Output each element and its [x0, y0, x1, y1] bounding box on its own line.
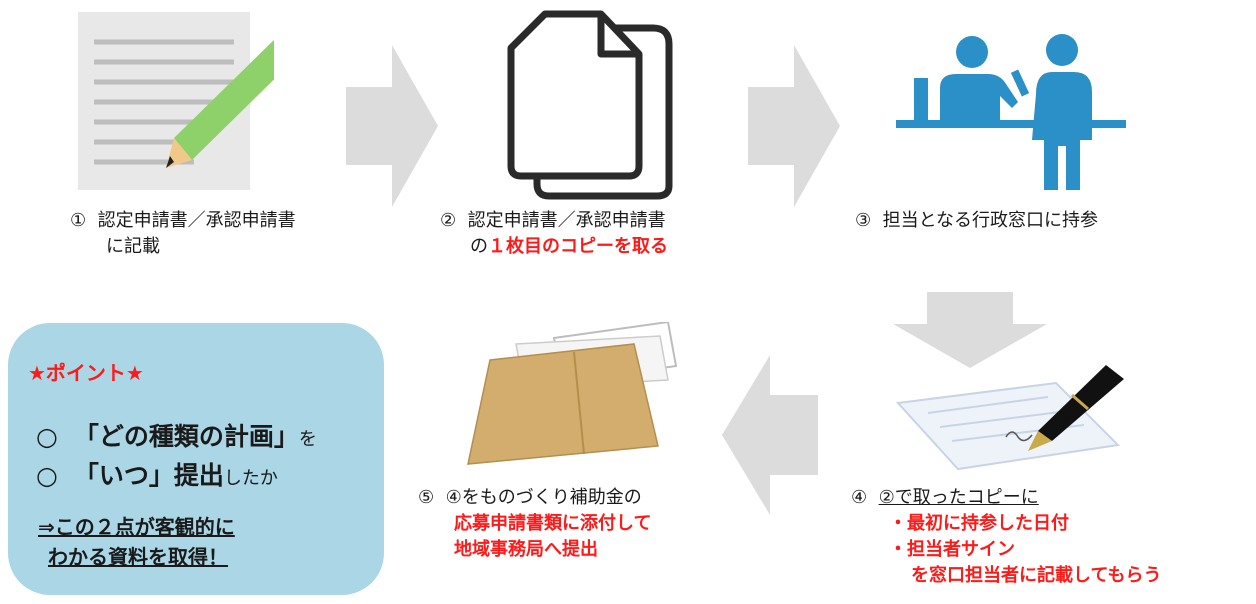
step2-caption: ② 認定申請書／承認申請書 の１枚目のコピーを取る	[440, 208, 668, 260]
copy-pages-icon	[507, 10, 673, 200]
point-item1-mark: ○	[36, 422, 58, 451]
step3-line1: 担当となる行政窓口に持参	[882, 210, 1099, 231]
point-item1-small: を	[298, 429, 317, 450]
step3-number: ③	[855, 210, 872, 231]
point-item1: ○ 「どの種類の計画」を	[36, 417, 317, 453]
arrow-right-icon	[748, 45, 840, 207]
point-item2: ○ 「いつ」提出したか	[36, 456, 278, 492]
step4-red2: ・担当者サイン	[889, 539, 1015, 560]
step1-number: ①	[70, 210, 87, 231]
point-item2-small: したか	[223, 468, 278, 489]
step2-line1: 認定申請書／承認申請書	[467, 210, 666, 231]
step4-line1: ②で取ったコピーに	[878, 487, 1039, 508]
arrow-down-icon	[893, 292, 1047, 368]
step4-red1: ・最初に持参した日付	[889, 513, 1069, 534]
step5-red1: 応募申請書類に添付して	[454, 513, 652, 534]
step3-caption: ③ 担当となる行政窓口に持参	[855, 208, 1098, 234]
signing-pen-icon	[895, 365, 1124, 471]
point-item1-bold: 「どの種類の計画」	[73, 422, 299, 451]
document-pencil-icon	[78, 12, 274, 190]
arrow-left-icon	[722, 355, 818, 515]
step1-caption: ① 認定申請書／承認申請書 に記載	[70, 208, 296, 260]
point-item2-bold: 「いつ」提出	[73, 461, 224, 490]
step4-red3: を窓口担当者に記載してもらう	[911, 565, 1162, 586]
step4-number: ④	[851, 487, 868, 508]
arrow-right-icon	[346, 45, 438, 207]
step2-line2-highlight: １枚目のコピーを取る	[488, 236, 668, 257]
point-conclusion-line1: ⇒この２点が客観的に	[38, 515, 235, 539]
point-conclusion-line2: わかる資料を取得！	[48, 545, 228, 569]
point-box	[8, 323, 384, 595]
point-item2-mark: ○	[36, 461, 58, 490]
step5-number: ⑤	[418, 487, 435, 508]
envelope-icon	[467, 322, 678, 465]
point-conclusion: ⇒この２点が客観的に わかる資料を取得！	[38, 512, 235, 572]
step2-number: ②	[440, 210, 457, 231]
point-title: ★ポイント★	[28, 361, 144, 385]
step1-line2: に記載	[106, 236, 160, 257]
step4-caption: ④ ②で取ったコピーに ・最初に持参した日付 ・担当者サイン を窓口担当者に記載…	[851, 485, 1162, 589]
step5-caption: ⑤ ④をものづくり補助金の 応募申請書類に添付して 地域事務局へ提出	[418, 485, 651, 563]
counter-officials-icon	[896, 34, 1126, 190]
step5-line1: ④をものづくり補助金の	[445, 487, 642, 508]
step2-line2-prefix: の	[470, 236, 488, 257]
step1-line1: 認定申請書／承認申請書	[97, 210, 296, 231]
step5-red2: 地域事務局へ提出	[454, 539, 598, 560]
